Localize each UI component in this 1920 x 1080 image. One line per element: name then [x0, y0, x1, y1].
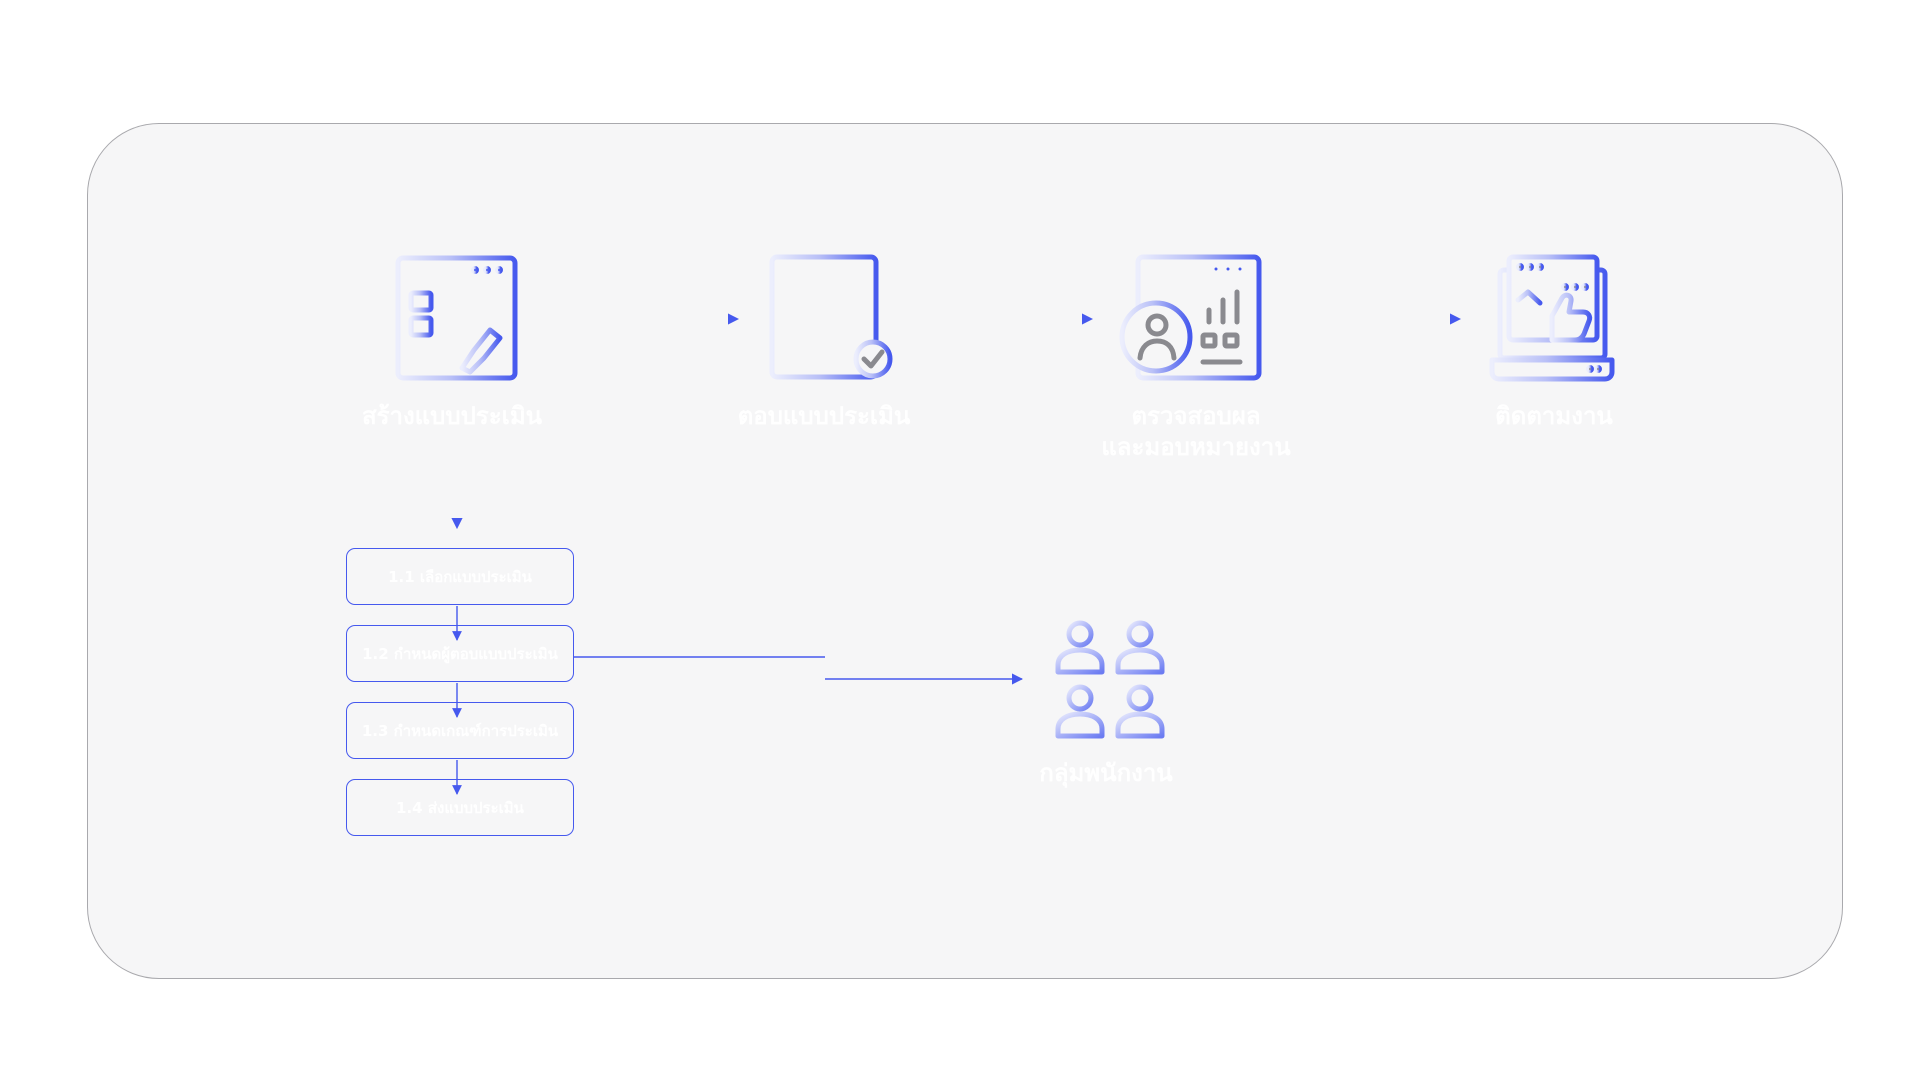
stage-label-review-line-2: และมอบหมายงาน — [1101, 433, 1291, 461]
sub-step-3[interactable]: 1.3 กำหนดเกณฑ์การประเมิน — [346, 702, 574, 759]
people-group-icon — [1055, 620, 1165, 739]
stage-label-create: สร้างแบบประเมิน — [361, 402, 543, 430]
employee-group-label: กลุ่มพนักงาน — [1039, 759, 1173, 787]
stage-label-review-line-1: ตรวจสอบผล — [1131, 402, 1261, 430]
stage-label-follow-up: ติดตามงาน — [1495, 402, 1613, 430]
checked-form-icon — [769, 254, 893, 380]
stage-label-review: ตรวจสอบผล และมอบหมายงาน — [1036, 401, 1356, 463]
laptop-thumbs-up-icon — [1489, 254, 1615, 382]
create-form-icon — [395, 255, 518, 381]
sub-step-1[interactable]: 1.1 เลือกแบบประเมิน — [346, 548, 574, 605]
sub-step-2[interactable]: 1.2 กำหนดผู้ตอบแบบประเมิน — [346, 625, 574, 682]
review-report-icon — [1119, 254, 1262, 381]
stage-label-respond: ตอบแบบประเมิน — [737, 402, 911, 430]
sub-step-4[interactable]: 1.4 ส่งแบบประเมิน — [346, 779, 574, 836]
